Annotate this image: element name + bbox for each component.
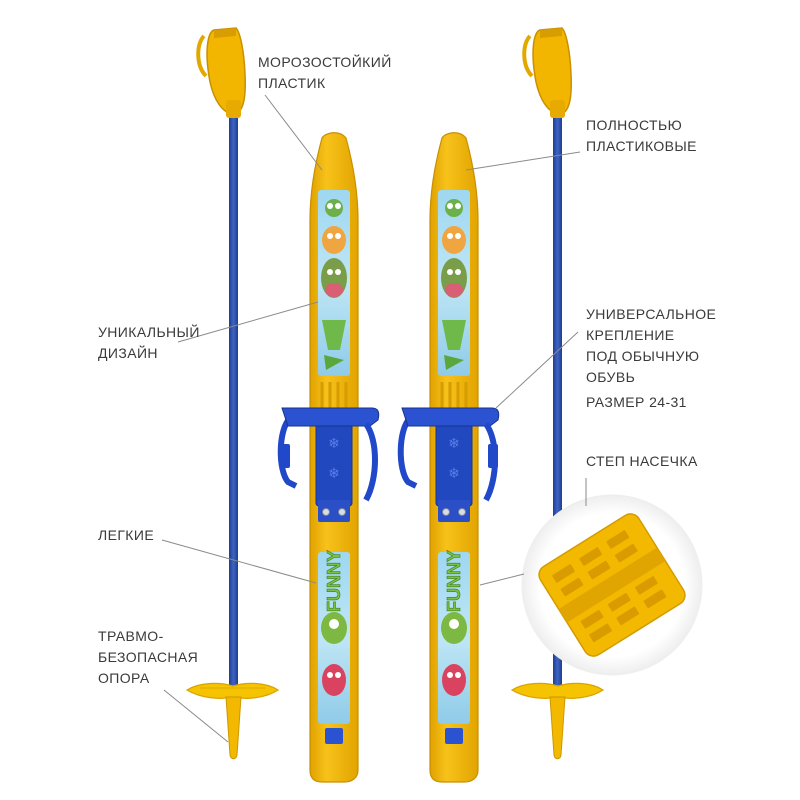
label-line: УНИВЕРСАЛЬНОЕ bbox=[586, 306, 717, 322]
svg-text:❄: ❄ bbox=[328, 436, 340, 452]
label-unique-design: УНИКАЛЬНЫЙ ДИЗАЙН bbox=[98, 322, 200, 364]
label-line: МОРОЗОСТОЙКИЙ bbox=[258, 54, 392, 70]
label-line: ОПОРА bbox=[98, 670, 150, 686]
label-line: РАЗМЕР 24-31 bbox=[586, 394, 687, 410]
pole-basket bbox=[510, 682, 605, 699]
binding-plate bbox=[315, 419, 353, 507]
leader-light bbox=[161, 539, 317, 584]
leader-all-plastic bbox=[465, 151, 581, 171]
ski-ridges bbox=[440, 382, 468, 410]
label-safe-tip: ТРАВМО- БЕЗОПАСНАЯ ОПОРА bbox=[98, 626, 198, 689]
leader-light-right bbox=[479, 573, 525, 586]
step-notch-detail bbox=[521, 494, 703, 676]
leader-safe-tip bbox=[163, 689, 229, 743]
label-line: ДИЗАЙН bbox=[98, 345, 158, 361]
label-all-plastic: ПОЛНОСТЬЮ ПЛАСТИКОВЫЕ bbox=[586, 115, 697, 157]
right-ski: ❄ ❄ FUNNY bbox=[397, 132, 500, 783]
label-size: РАЗМЕР 24-31 bbox=[586, 392, 687, 413]
svg-text:❄: ❄ bbox=[448, 466, 460, 482]
label-line: ПОД ОБЫЧНУЮ bbox=[586, 348, 700, 364]
svg-text:❄: ❄ bbox=[448, 436, 460, 452]
label-frost-resistant-plastic: МОРОЗОСТОЙКИЙ ПЛАСТИК bbox=[258, 52, 392, 94]
left-ski-pole bbox=[185, 27, 280, 760]
leader-binding bbox=[495, 331, 579, 409]
label-universal-binding: УНИВЕРСАЛЬНОЕ КРЕПЛЕНИЕ ПОД ОБЫЧНУЮ ОБУВ… bbox=[586, 304, 716, 388]
leader-lines bbox=[161, 94, 587, 743]
label-line: ТРАВМО- bbox=[98, 628, 164, 644]
pole-tip bbox=[225, 696, 242, 760]
label-line: БЕЗОПАСНАЯ bbox=[98, 649, 199, 665]
label-line: ОБУВЬ bbox=[586, 369, 636, 385]
binding-strap bbox=[397, 415, 418, 489]
label-line: ПЛАСТИКОВЫЕ bbox=[586, 138, 697, 154]
svg-text:❄: ❄ bbox=[328, 466, 340, 482]
label-line: УНИКАЛЬНЫЙ bbox=[98, 324, 200, 340]
ski-ridges bbox=[320, 382, 348, 410]
pole-tip bbox=[549, 696, 566, 760]
binding-plate bbox=[435, 419, 473, 507]
label-light: ЛЕГКИЕ bbox=[98, 525, 154, 546]
label-line: СТЕП НАСЕЧКА bbox=[586, 453, 698, 469]
label-step-notch: СТЕП НАСЕЧКА bbox=[586, 451, 698, 472]
label-line: КРЕПЛЕНИЕ bbox=[586, 327, 675, 343]
left-ski: ❄ ❄ FUNNY bbox=[277, 132, 380, 783]
leader-unique-design bbox=[177, 301, 319, 343]
label-line: ЛЕГКИЕ bbox=[98, 527, 155, 543]
brand-decal-text: FUNNY bbox=[324, 550, 344, 612]
label-line: ПОЛНОСТЬЮ bbox=[586, 117, 683, 133]
label-line: ПЛАСТИК bbox=[258, 75, 326, 91]
brand-decal-text: FUNNY bbox=[444, 550, 464, 612]
leader-frost-resistant bbox=[264, 94, 323, 171]
pole-basket bbox=[185, 682, 280, 699]
